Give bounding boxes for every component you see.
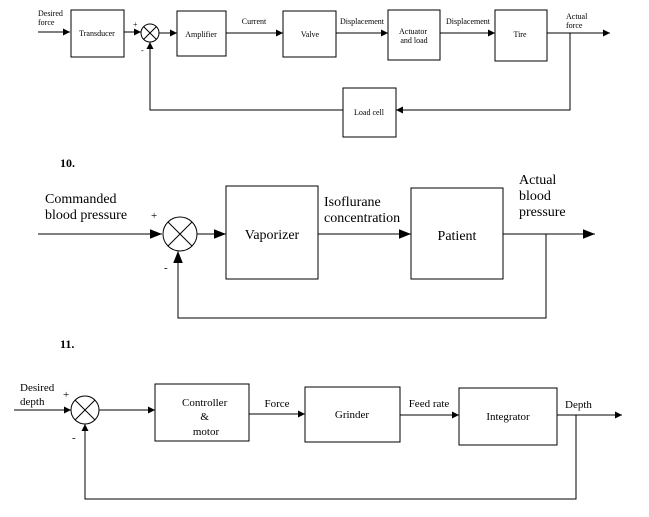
current-label: Current [242,17,267,26]
input-label: Desired force [38,9,65,27]
plus-sign: + [133,20,138,29]
feedback-to-loadcell-arrow [396,33,571,114]
amplifier-block [176,10,227,57]
amplifier-label: Amplifier [185,30,217,39]
tire-label: Tire [513,30,526,39]
load-cell-label: Load cell [354,108,385,117]
actuator-label: Actuator and load [399,27,429,45]
integrator-block [458,387,558,446]
feedback-arrow [81,415,577,500]
vaporizer-label: Vaporizer [245,228,300,243]
output-label: Depth [565,399,592,411]
force-label: Force [264,398,289,410]
load-cell-block [342,87,397,138]
controller-motor-label: Controller & motor [182,397,230,438]
valve-block [282,10,337,58]
patient-block [410,187,504,280]
displacement-label-1: Displacement [340,17,385,26]
tire-block [494,9,548,62]
transducer-label: Transducer [79,29,115,38]
isoflurane-label: Isoflurane concentration [324,195,400,226]
minus-sign: - [72,432,76,444]
feed-rate-label: Feed rate [409,398,450,410]
controller-motor-block [154,383,250,442]
plus-sign: + [63,389,69,401]
grinder-label: Grinder [335,409,370,421]
output-label: Actual blood pressure [519,173,566,220]
input-label: Desired depth [20,382,57,408]
feedback-arrow [173,234,547,319]
minus-sign: - [141,46,144,55]
vaporizer-block [225,185,319,280]
grinder-block [304,386,401,443]
loadcell-to-junction-arrow [146,42,343,111]
displacement-label-2: Displacement [446,17,491,26]
diagram-blood-pressure: Commanded blood pressure + - Vaporizer I… [38,173,595,319]
transducer-block [70,9,125,58]
diagram-force-control: Desired force Transducer + - Amplifier C… [38,9,610,138]
summing-junction [140,23,160,43]
minus-sign: - [164,262,168,274]
problem-number-11: 11. [60,337,74,351]
valve-label: Valve [301,30,320,39]
patient-label: Patient [438,229,477,244]
problem-number-10: 10. [60,156,75,170]
integrator-label: Integrator [486,411,530,423]
plus-sign: + [151,210,157,222]
diagram-grinding-depth: Desired depth + - Controller & motor For… [14,382,622,500]
summing-junction [162,216,198,252]
summing-junction [70,395,100,425]
input-label: Commanded blood pressure [45,192,127,223]
output-label: Actual force [566,12,589,30]
actuator-block [387,9,441,61]
